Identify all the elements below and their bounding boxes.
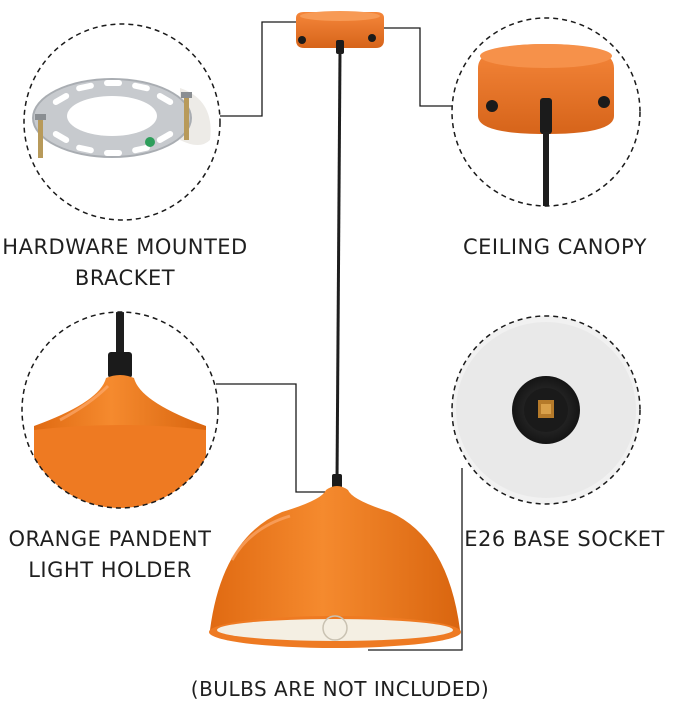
hardware-bracket-label: HARDWARE MOUNTED BRACKET <box>0 232 250 294</box>
ceiling-canopy-label: CEILING CANOPY <box>440 232 670 263</box>
ceiling-canopy-main <box>296 11 384 54</box>
light-holder-detail <box>21 311 219 509</box>
hardware-label-line1: HARDWARE MOUNTED <box>2 235 248 259</box>
power-cord <box>335 51 342 483</box>
hardware-label-line2: BRACKET <box>74 266 176 290</box>
holder-label-line2: LIGHT HOLDER <box>28 558 192 582</box>
callout-connector-lines <box>216 21 463 651</box>
e26-socket-detail <box>451 315 641 505</box>
bulbs-not-included-note: (BULBS ARE NOT INCLUDED) <box>190 677 490 701</box>
orange-dome-shade <box>209 486 461 648</box>
canopy-label-line1: CEILING CANOPY <box>463 235 647 259</box>
e26-socket-label: E26 BASE SOCKET <box>450 524 679 555</box>
socket-label-line1: E26 BASE SOCKET <box>464 527 665 551</box>
hardware-bracket-detail <box>23 23 221 221</box>
light-holder-label: ORANGE PANDENT LIGHT HOLDER <box>0 524 220 586</box>
ceiling-canopy-detail <box>451 17 641 207</box>
holder-label-line1: ORANGE PANDENT <box>8 527 212 551</box>
pendant-lamp <box>209 11 461 648</box>
